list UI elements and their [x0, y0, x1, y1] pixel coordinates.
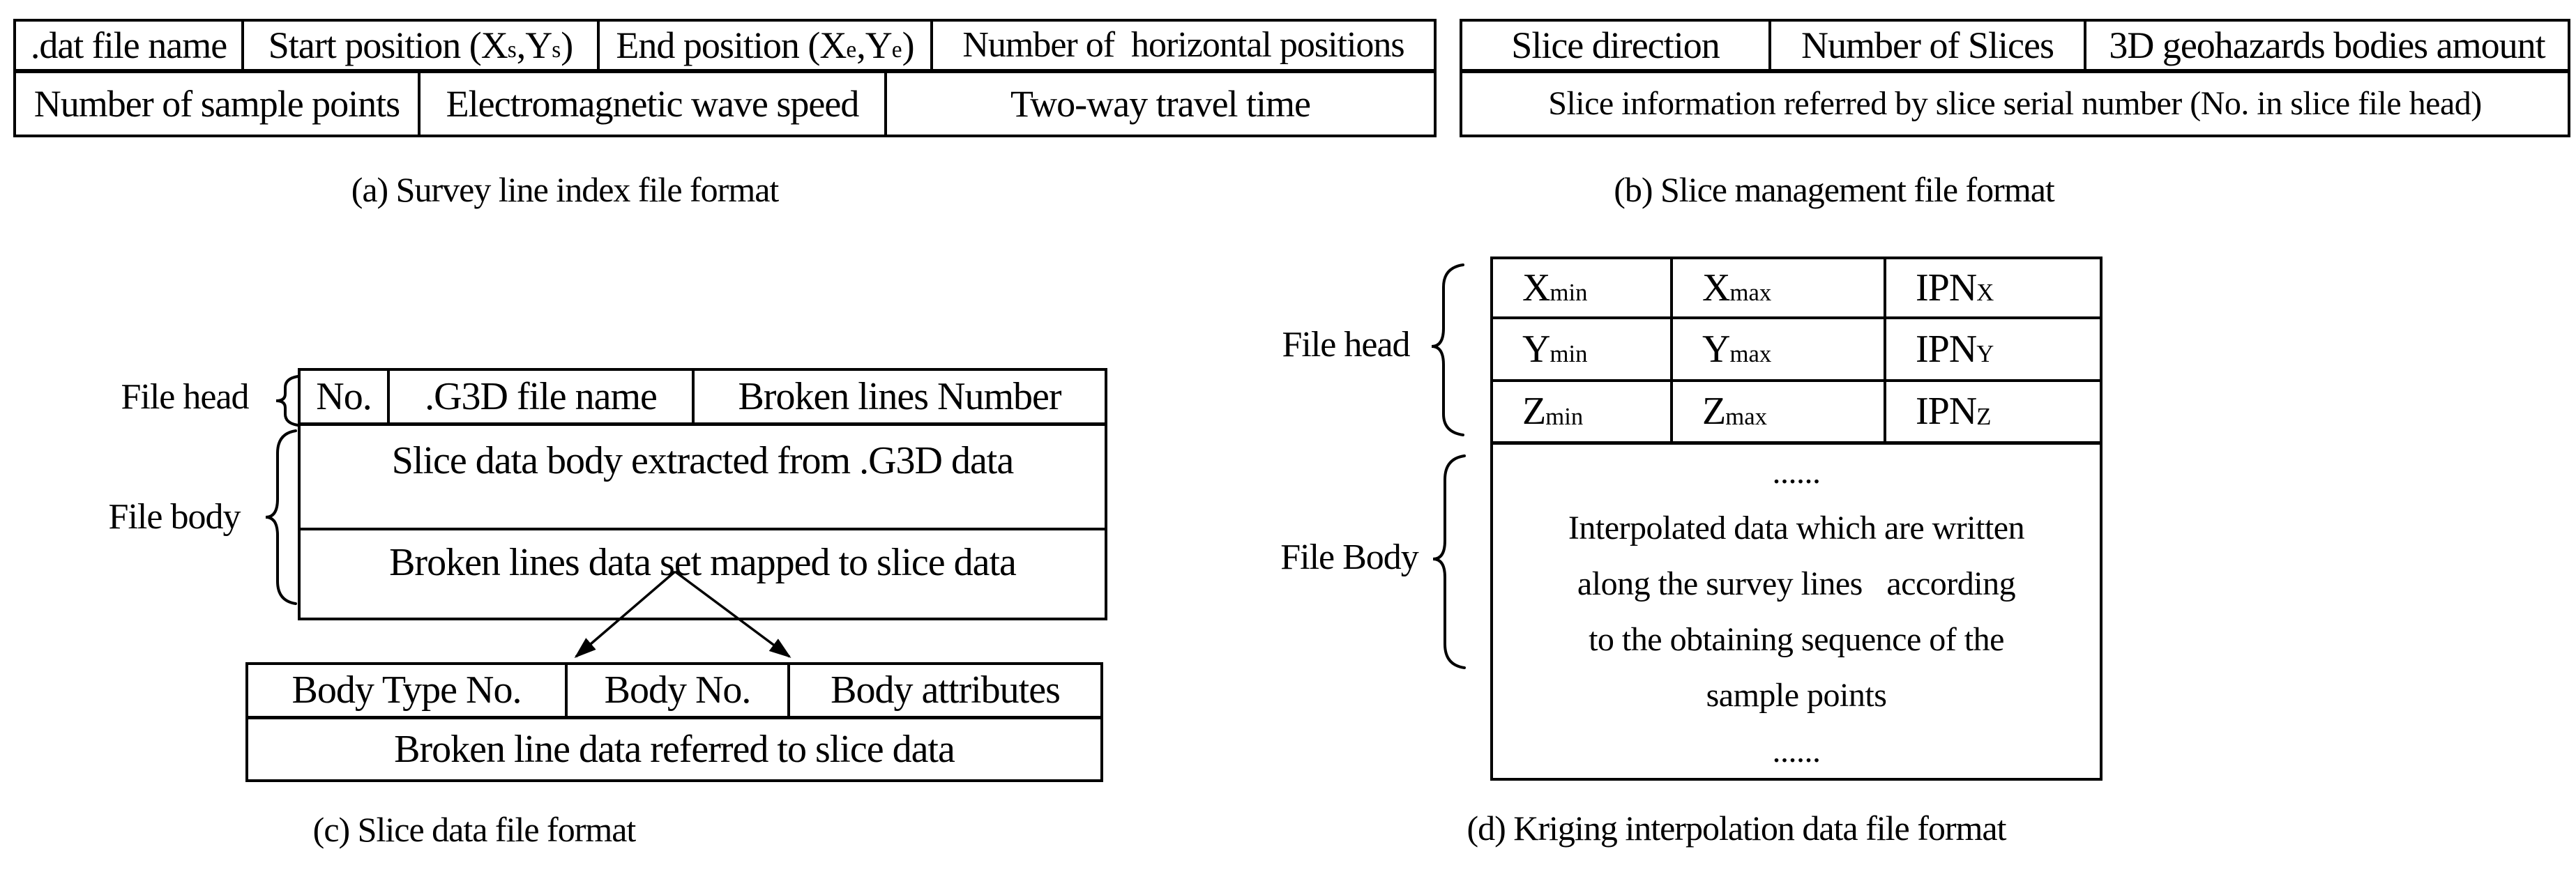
table-row: No. .G3D file name Broken lines Number: [301, 371, 1105, 426]
body-line: to the obtaining sequence of the: [1589, 621, 2004, 658]
table-row: Body Type No. Body No. Body attributes: [248, 665, 1100, 719]
cell-broken-lines-set: Broken lines data set mapped to slice da…: [389, 541, 1017, 584]
cell-wave-speed: Electromagnetic wave speed: [421, 73, 887, 135]
cell-body-no: Body No.: [568, 665, 790, 716]
body-line: Interpolated data which are written: [1568, 510, 2025, 546]
table-row: Slice information referred by slice seri…: [1462, 73, 2568, 135]
cell-g3d-file-name: .G3D file name: [390, 371, 695, 422]
cell-sample-points: Number of sample points: [16, 73, 421, 135]
caption-c: (c) Slice data file format: [312, 810, 637, 849]
cell-dat-file-name: .dat file name: [16, 22, 244, 69]
file-body-label-d: File Body: [1280, 537, 1419, 577]
slice-data-lower-table: Body Type No. Body No. Body attributes B…: [245, 662, 1103, 782]
body-line: ......: [1772, 454, 1821, 491]
file-body-label-c: File body: [108, 497, 241, 537]
cell-slice-information: Slice information referred by slice seri…: [1548, 85, 2482, 123]
table-row: Slice data body extracted from .G3D data: [301, 426, 1105, 530]
cell-slice-data-body: Slice data body extracted from .G3D data: [391, 439, 1014, 482]
file-head-brace-c: [275, 375, 299, 427]
body-line: sample points: [1706, 677, 1887, 714]
caption-a: (a) Survey line index file format: [351, 170, 780, 209]
cell-slice-direction: Slice direction: [1462, 22, 1771, 69]
body-line: ......: [1772, 733, 1821, 770]
caption-b: (b) Slice management file format: [1614, 170, 2055, 209]
table-row: ...... Interpolated data which are writt…: [1493, 445, 2100, 779]
table-row: Number of sample points Electromagnetic …: [16, 73, 1434, 135]
body-line: along the survey lines according: [1577, 565, 2016, 602]
table-row: Broken lines data set mapped to slice da…: [301, 530, 1105, 618]
caption-d: (d) Kriging interpolation data file form…: [1467, 809, 2006, 848]
cell-broken-lines-number: Broken lines Number: [738, 374, 1061, 418]
cell-no: No.: [301, 371, 390, 422]
table-row: Slice direction Number of Slices 3D geoh…: [1462, 22, 2568, 73]
cell-body-type-no: Body Type No.: [248, 665, 568, 716]
slice-management-table: Slice direction Number of Slices 3D geoh…: [1460, 19, 2570, 137]
file-head-label-c: File head: [121, 377, 249, 417]
cell-number-of-slices: Number of Slices: [1771, 22, 2086, 69]
cell-body-attributes: Body attributes: [831, 668, 1061, 712]
cell-interpolated-data: ...... Interpolated data which are writt…: [1493, 445, 2100, 779]
file-head-label-d: File head: [1282, 325, 1410, 365]
cell-horizontal-positions: Number of horizontal positions: [962, 24, 1404, 65]
cell-bodies-amount: 3D geohazards bodies amount: [2109, 24, 2545, 66]
table-row: Broken line data referred to slice data: [248, 719, 1100, 779]
cell-travel-time: Two-way travel time: [1010, 82, 1311, 125]
cell-broken-line-data: Broken line data referred to slice data: [394, 727, 955, 771]
slice-data-upper-table: No. .G3D file name Broken lines Number S…: [298, 368, 1107, 620]
